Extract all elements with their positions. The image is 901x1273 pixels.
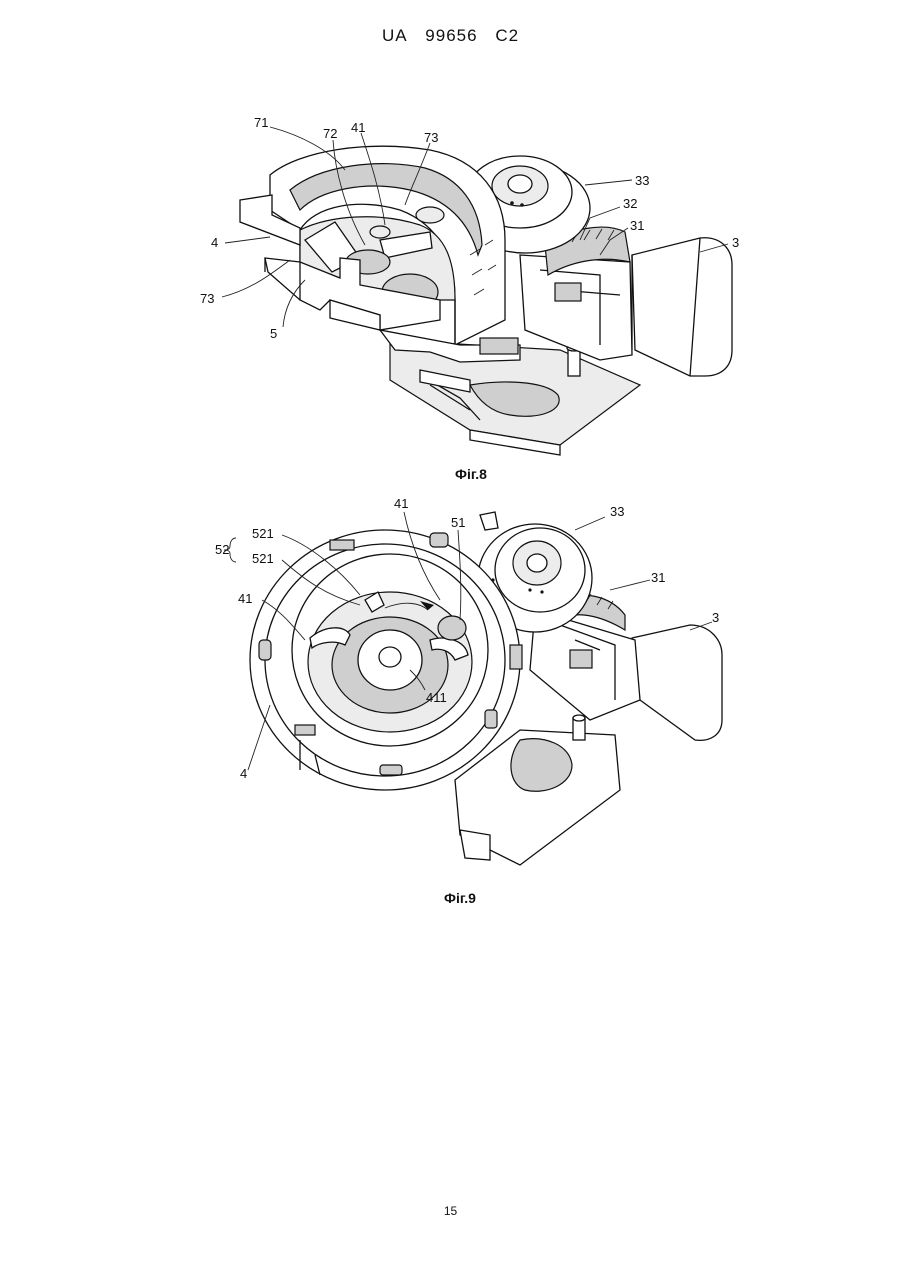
fig9-ring-housing-4	[250, 530, 522, 790]
fig9-label-411: 411	[426, 690, 447, 705]
fig9-label-41-top: 41	[394, 496, 408, 511]
fig9-label-521-b: 521	[252, 551, 274, 566]
fig9-label-33: 33	[610, 504, 624, 519]
figure-9-caption: Фіг.9	[400, 890, 520, 906]
fig9-label-51: 51	[451, 515, 465, 530]
fig9-label-521-a: 521	[252, 526, 274, 541]
fig9-label-52: 52	[215, 542, 229, 557]
fig9-label-41-left: 41	[238, 591, 252, 606]
fig9-label-31: 31	[651, 570, 665, 585]
fig9-label-4: 4	[240, 766, 247, 781]
figure-9-drawing: 41 51 33 52 521 521 41 31 3 411 4	[0, 0, 901, 900]
fig9-motor-3	[530, 610, 722, 740]
fig9-label-3: 3	[712, 610, 719, 625]
page-number: 15	[0, 1204, 901, 1218]
